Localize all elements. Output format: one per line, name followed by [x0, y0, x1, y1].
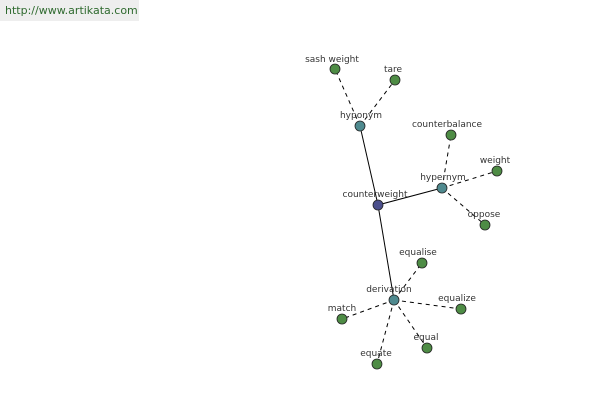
edge-derivation-equate: [376, 299, 395, 365]
node-dot: [479, 219, 491, 231]
node-dot: [389, 74, 401, 86]
node-dot: [416, 257, 428, 269]
node-dot: [372, 199, 384, 211]
node-counterbalance[interactable]: counterbalance: [412, 120, 483, 141]
node-label: match: [328, 304, 356, 314]
node-counterweight[interactable]: counterweight: [343, 190, 408, 211]
node-label: equate: [360, 349, 392, 359]
node-label: hypernym: [420, 173, 466, 183]
edge-hyponym-tare: [359, 79, 396, 127]
edge-center-derivation: [377, 204, 395, 301]
node-oppose[interactable]: oppose: [468, 210, 501, 231]
node-dot: [445, 129, 457, 141]
node-match[interactable]: match: [328, 304, 356, 325]
node-dot: [491, 165, 503, 177]
node-hyponym[interactable]: hyponym: [340, 111, 382, 132]
node-label: equal: [414, 333, 439, 343]
edge-center-hypernym: [377, 187, 443, 206]
node-dot: [388, 294, 400, 306]
node-label: derivation: [366, 285, 412, 295]
node-dot: [421, 342, 433, 354]
node-label: equalise: [399, 248, 437, 258]
node-dot: [436, 182, 448, 194]
edge-derivation-match: [341, 299, 395, 320]
node-derivation[interactable]: derivation: [366, 285, 412, 306]
node-label: hyponym: [340, 111, 382, 121]
node-label: counterbalance: [412, 120, 483, 130]
node-label: oppose: [468, 210, 501, 220]
node-equalise[interactable]: equalise: [399, 248, 437, 269]
node-tare[interactable]: tare: [384, 65, 403, 86]
node-equate[interactable]: equate: [360, 349, 392, 370]
node-weight[interactable]: weight: [480, 156, 511, 177]
node-dot: [455, 303, 467, 315]
site-url-link[interactable]: http://www.artikata.com: [5, 4, 138, 17]
node-label: weight: [480, 156, 511, 166]
node-label: tare: [384, 65, 403, 75]
node-label: sash weight: [305, 55, 359, 65]
node-equal[interactable]: equal: [414, 333, 439, 354]
node-dot: [329, 63, 341, 75]
node-dot: [371, 358, 383, 370]
edge-derivation-equal: [393, 299, 428, 349]
node-equalize[interactable]: equalize: [438, 294, 476, 315]
node-label: counterweight: [343, 190, 408, 200]
edge-hyponym-sash-weight: [334, 68, 361, 127]
node-label: equalize: [438, 294, 476, 304]
node-dot: [336, 313, 348, 325]
url-banner: http://www.artikata.com: [0, 0, 139, 21]
edge-hypernym-counterbalance: [441, 134, 452, 189]
edge-derivation-equalize: [393, 299, 462, 310]
edge-center-hyponym: [359, 125, 379, 206]
edge-hypernym-oppose: [441, 187, 486, 226]
node-dot: [354, 120, 366, 132]
edge-hypernym-weight: [441, 170, 498, 189]
node-hypernym[interactable]: hypernym: [420, 173, 466, 194]
node-sash-weight[interactable]: sash weight: [305, 55, 359, 75]
